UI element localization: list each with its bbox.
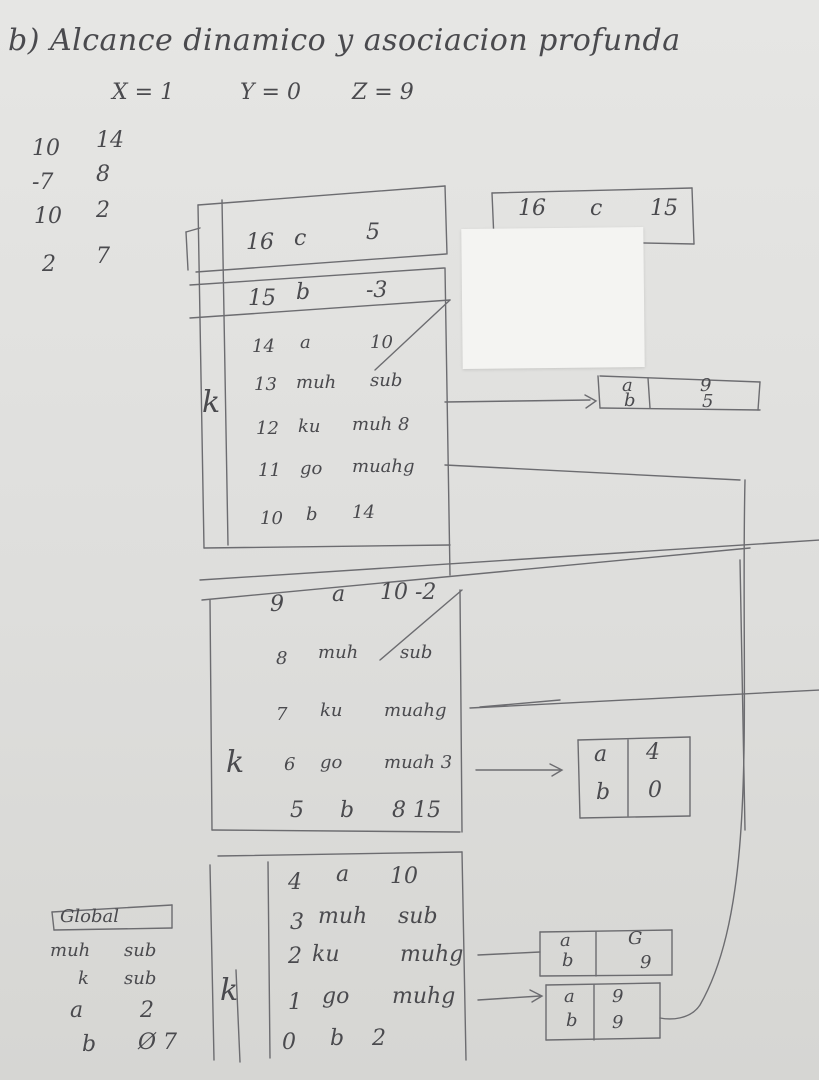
arr-cell: 5 — [702, 391, 714, 412]
row-name: a — [332, 582, 346, 607]
row-addr: 11 — [258, 460, 281, 481]
row-name: c — [294, 226, 307, 251]
row-name: b — [340, 798, 355, 823]
row-name: go — [320, 752, 343, 773]
arr-cell: 9 — [612, 986, 624, 1007]
row-val: muhg — [392, 984, 456, 1009]
global-val: 2 — [140, 998, 154, 1023]
output-left: -7 — [32, 170, 54, 195]
row-addr: 12 — [256, 418, 279, 439]
row-val: muah 3 — [384, 752, 453, 773]
row-val: sub — [400, 642, 433, 663]
row-name: b — [330, 1026, 345, 1051]
global-name: muh — [50, 940, 91, 961]
arr-cell: 4 — [646, 740, 660, 765]
global-val: sub — [124, 940, 157, 961]
row-val: 2 — [372, 1026, 386, 1051]
row-addr: 6 — [284, 754, 296, 775]
arr-cell: a — [622, 375, 633, 396]
row-addr: 15 — [248, 286, 276, 311]
row-val: 10 -2 — [380, 580, 437, 605]
row-val: sub — [398, 904, 438, 929]
row-addr: 3 — [290, 910, 304, 935]
row-name: b — [296, 280, 311, 305]
row-addr: 7 — [276, 704, 288, 725]
output-right: 2 — [96, 198, 110, 223]
arr-cell: a — [594, 742, 608, 767]
row-val: 14 — [352, 502, 375, 523]
global-label: Global — [60, 906, 119, 927]
row-addr: 0 — [282, 1030, 296, 1055]
row-addr: 13 — [254, 374, 277, 395]
row-addr: 5 — [290, 798, 304, 823]
frame-k-label: k — [220, 973, 239, 1008]
row-addr: 1 — [288, 990, 302, 1015]
arr-cell: G — [628, 928, 643, 949]
frame-k-label: k — [226, 745, 245, 780]
frame-name: c — [590, 196, 603, 221]
frame-addr: 16 — [518, 196, 546, 221]
row-val: -3 — [366, 278, 388, 303]
global-name: a — [70, 998, 84, 1023]
output-left: 2 — [42, 252, 56, 277]
global-name: k — [78, 968, 89, 989]
row-name: b — [306, 504, 318, 525]
arr-cell: b — [566, 1010, 578, 1031]
arr-cell: b — [562, 950, 574, 971]
row-addr: 16 — [246, 230, 274, 255]
output-left: 10 — [32, 136, 60, 161]
row-addr: 10 — [260, 508, 283, 529]
row-addr: 14 — [252, 336, 275, 357]
row-name: ku — [298, 416, 321, 437]
output-right: 8 — [96, 162, 110, 187]
row-addr: 8 — [276, 648, 288, 669]
arr-cell: 9 — [612, 1012, 624, 1033]
row-name: muh — [296, 372, 337, 393]
global-val: sub — [124, 968, 157, 989]
row-name: muh — [318, 642, 359, 663]
arr-cell: 9 — [640, 952, 652, 973]
row-name: ku — [320, 700, 343, 721]
global-name: b — [82, 1032, 97, 1057]
global-val: Ø 7 — [138, 1030, 178, 1055]
row-name: go — [300, 458, 323, 479]
row-val: muhg — [400, 942, 464, 967]
row-name: a — [300, 332, 311, 353]
row-val: sub — [370, 370, 403, 391]
row-name: muh — [318, 904, 368, 929]
row-addr: 9 — [270, 592, 284, 617]
frame-k-label: k — [202, 385, 221, 420]
arr-cell: 9 — [700, 375, 712, 396]
sticky-note — [461, 227, 645, 369]
row-val: 10 — [370, 332, 393, 353]
row-val: 8 15 — [392, 798, 441, 823]
row-val: muh 8 — [352, 414, 410, 435]
output-right: 14 — [96, 128, 124, 153]
var-z: Z = 9 — [352, 80, 414, 105]
row-val: muahg — [384, 700, 447, 721]
var-y: Y = 0 — [240, 80, 301, 105]
row-name: a — [336, 862, 350, 887]
row-addr: 2 — [288, 944, 302, 969]
row-val: 5 — [366, 220, 380, 245]
row-name: go — [322, 984, 350, 1009]
output-left: 10 — [34, 204, 62, 229]
arr-cell: a — [564, 986, 575, 1007]
row-name: ku — [312, 942, 340, 967]
var-x: X = 1 — [112, 80, 175, 105]
row-val: muahg — [352, 456, 415, 477]
output-right: 7 — [96, 244, 110, 269]
row-val: 10 — [390, 864, 418, 889]
arr-cell: a — [560, 930, 571, 951]
page-title: b) Alcance dinamico y asociacion profund… — [8, 23, 681, 58]
row-addr: 4 — [288, 870, 302, 895]
arr-cell: 0 — [648, 778, 662, 803]
arr-cell: b — [624, 390, 636, 411]
arr-cell: b — [596, 780, 611, 805]
frame-val: 15 — [650, 196, 678, 221]
